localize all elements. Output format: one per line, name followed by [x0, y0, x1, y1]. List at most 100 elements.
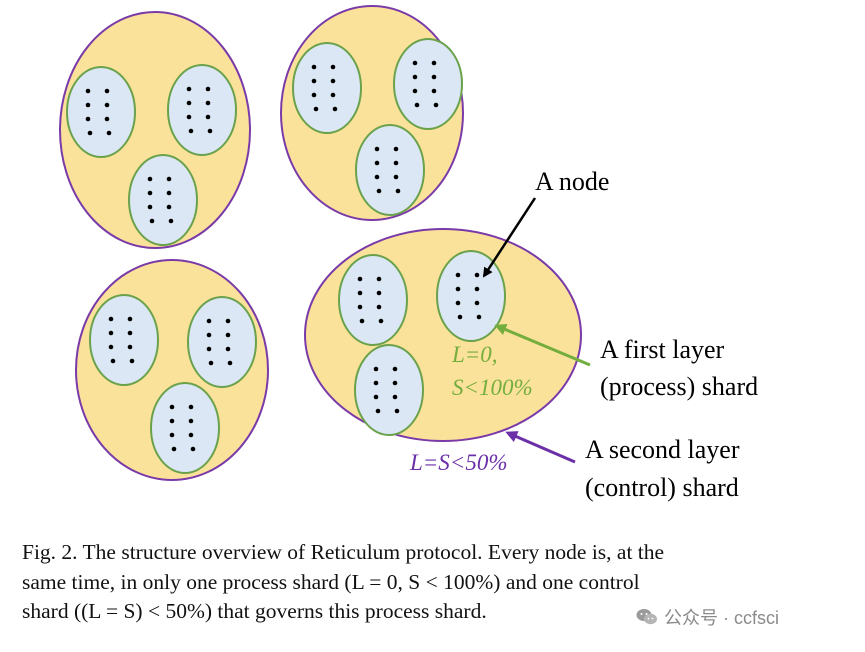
caption-line-3: shard ((L = S) < 50%) that governs this …: [22, 599, 487, 623]
node-dot: [127, 330, 133, 336]
node-dot: [378, 318, 384, 324]
node-dot: [188, 404, 194, 410]
node-dot: [108, 330, 114, 336]
process-shard: [128, 154, 198, 246]
node-dot: [169, 404, 175, 410]
node-dot: [166, 204, 172, 210]
node-dot: [206, 318, 212, 324]
node-dot: [412, 88, 418, 94]
node-dot: [313, 106, 319, 112]
watermark: 公众号 · ccfsci: [632, 604, 783, 630]
node-dot: [311, 78, 317, 84]
node-dot: [206, 346, 212, 352]
node-dot: [330, 92, 336, 98]
node-dot: [169, 418, 175, 424]
node-dot: [225, 346, 231, 352]
node-dot: [149, 218, 155, 224]
node-dot: [110, 358, 116, 364]
node-dot: [169, 432, 175, 438]
node-dot: [225, 318, 231, 324]
s-less-100-label: S<100%: [452, 375, 533, 400]
node-dot: [393, 160, 399, 166]
node-dot: [393, 146, 399, 152]
process-shard: [89, 294, 159, 386]
first-layer-arrow: [494, 323, 591, 367]
caption-line-1: Fig. 2. The structure overview of Reticu…: [22, 540, 665, 564]
process-shard: [338, 254, 408, 346]
node-arrow: [482, 197, 537, 278]
node-dot: [433, 102, 439, 108]
node-dot: [87, 130, 93, 136]
reticulum-diagram: A node A first layer (process) shard A s…: [59, 5, 758, 502]
node-dot: [393, 174, 399, 180]
node-dot: [392, 366, 398, 372]
node-dot: [147, 204, 153, 210]
node-dot: [147, 176, 153, 182]
node-dot: [186, 114, 192, 120]
node-dot: [474, 272, 480, 278]
node-dot: [330, 64, 336, 70]
node-dot: [227, 360, 233, 366]
node-dot: [431, 60, 437, 66]
node-dot: [359, 318, 365, 324]
node-dot: [225, 332, 231, 338]
node-dot: [357, 304, 363, 310]
process-shard: [355, 124, 425, 216]
node-dot: [394, 408, 400, 414]
node-dot: [392, 380, 398, 386]
node-dot: [374, 174, 380, 180]
node-dot: [108, 316, 114, 322]
node-dot: [207, 128, 213, 134]
node-dot: [357, 276, 363, 282]
node-dot: [332, 106, 338, 112]
node-dot: [108, 344, 114, 350]
node-dot: [104, 88, 110, 94]
node-dot: [311, 92, 317, 98]
node-dot: [455, 300, 461, 306]
node-dot: [373, 366, 379, 372]
node-dot: [106, 130, 112, 136]
node-dot: [208, 360, 214, 366]
node-dot: [373, 394, 379, 400]
l-eq-s-label: L=S<50%: [409, 450, 508, 475]
node-dot: [147, 190, 153, 196]
node-dot: [85, 102, 91, 108]
node-dot: [127, 316, 133, 322]
node-dot: [188, 418, 194, 424]
node-dot: [474, 286, 480, 292]
process-shard: [167, 64, 237, 156]
node-dot: [412, 74, 418, 80]
second-layer-label-line2: (control) shard: [585, 473, 739, 502]
l-zero-label: L=0,: [451, 342, 498, 367]
process-shard: [66, 66, 136, 158]
node-dot: [457, 314, 463, 320]
node-dot: [186, 100, 192, 106]
node-dot: [104, 102, 110, 108]
caption-line-2: same time, in only one process shard (L …: [22, 569, 640, 594]
node-dot: [455, 286, 461, 292]
node-dot: [85, 116, 91, 122]
node-dot: [85, 88, 91, 94]
node-dot: [129, 358, 135, 364]
first-layer-label-line1: A first layer: [600, 335, 725, 364]
node-dot: [373, 380, 379, 386]
node-dot: [395, 188, 401, 194]
node-dot: [431, 74, 437, 80]
node-dot: [414, 102, 420, 108]
second-layer-arrow: [505, 431, 576, 464]
node-dot: [166, 190, 172, 196]
node-dot: [186, 86, 192, 92]
node-dot: [188, 432, 194, 438]
node-dot: [206, 332, 212, 338]
node-dot: [376, 188, 382, 194]
wechat-icon: [636, 609, 657, 625]
node-dot: [188, 128, 194, 134]
control-shard: [304, 228, 582, 442]
node-dot: [412, 60, 418, 66]
node-dot: [376, 276, 382, 282]
node-dot: [190, 446, 196, 452]
node-dot: [374, 146, 380, 152]
node-dot: [474, 300, 480, 306]
node-dot: [104, 116, 110, 122]
node-dot: [392, 394, 398, 400]
